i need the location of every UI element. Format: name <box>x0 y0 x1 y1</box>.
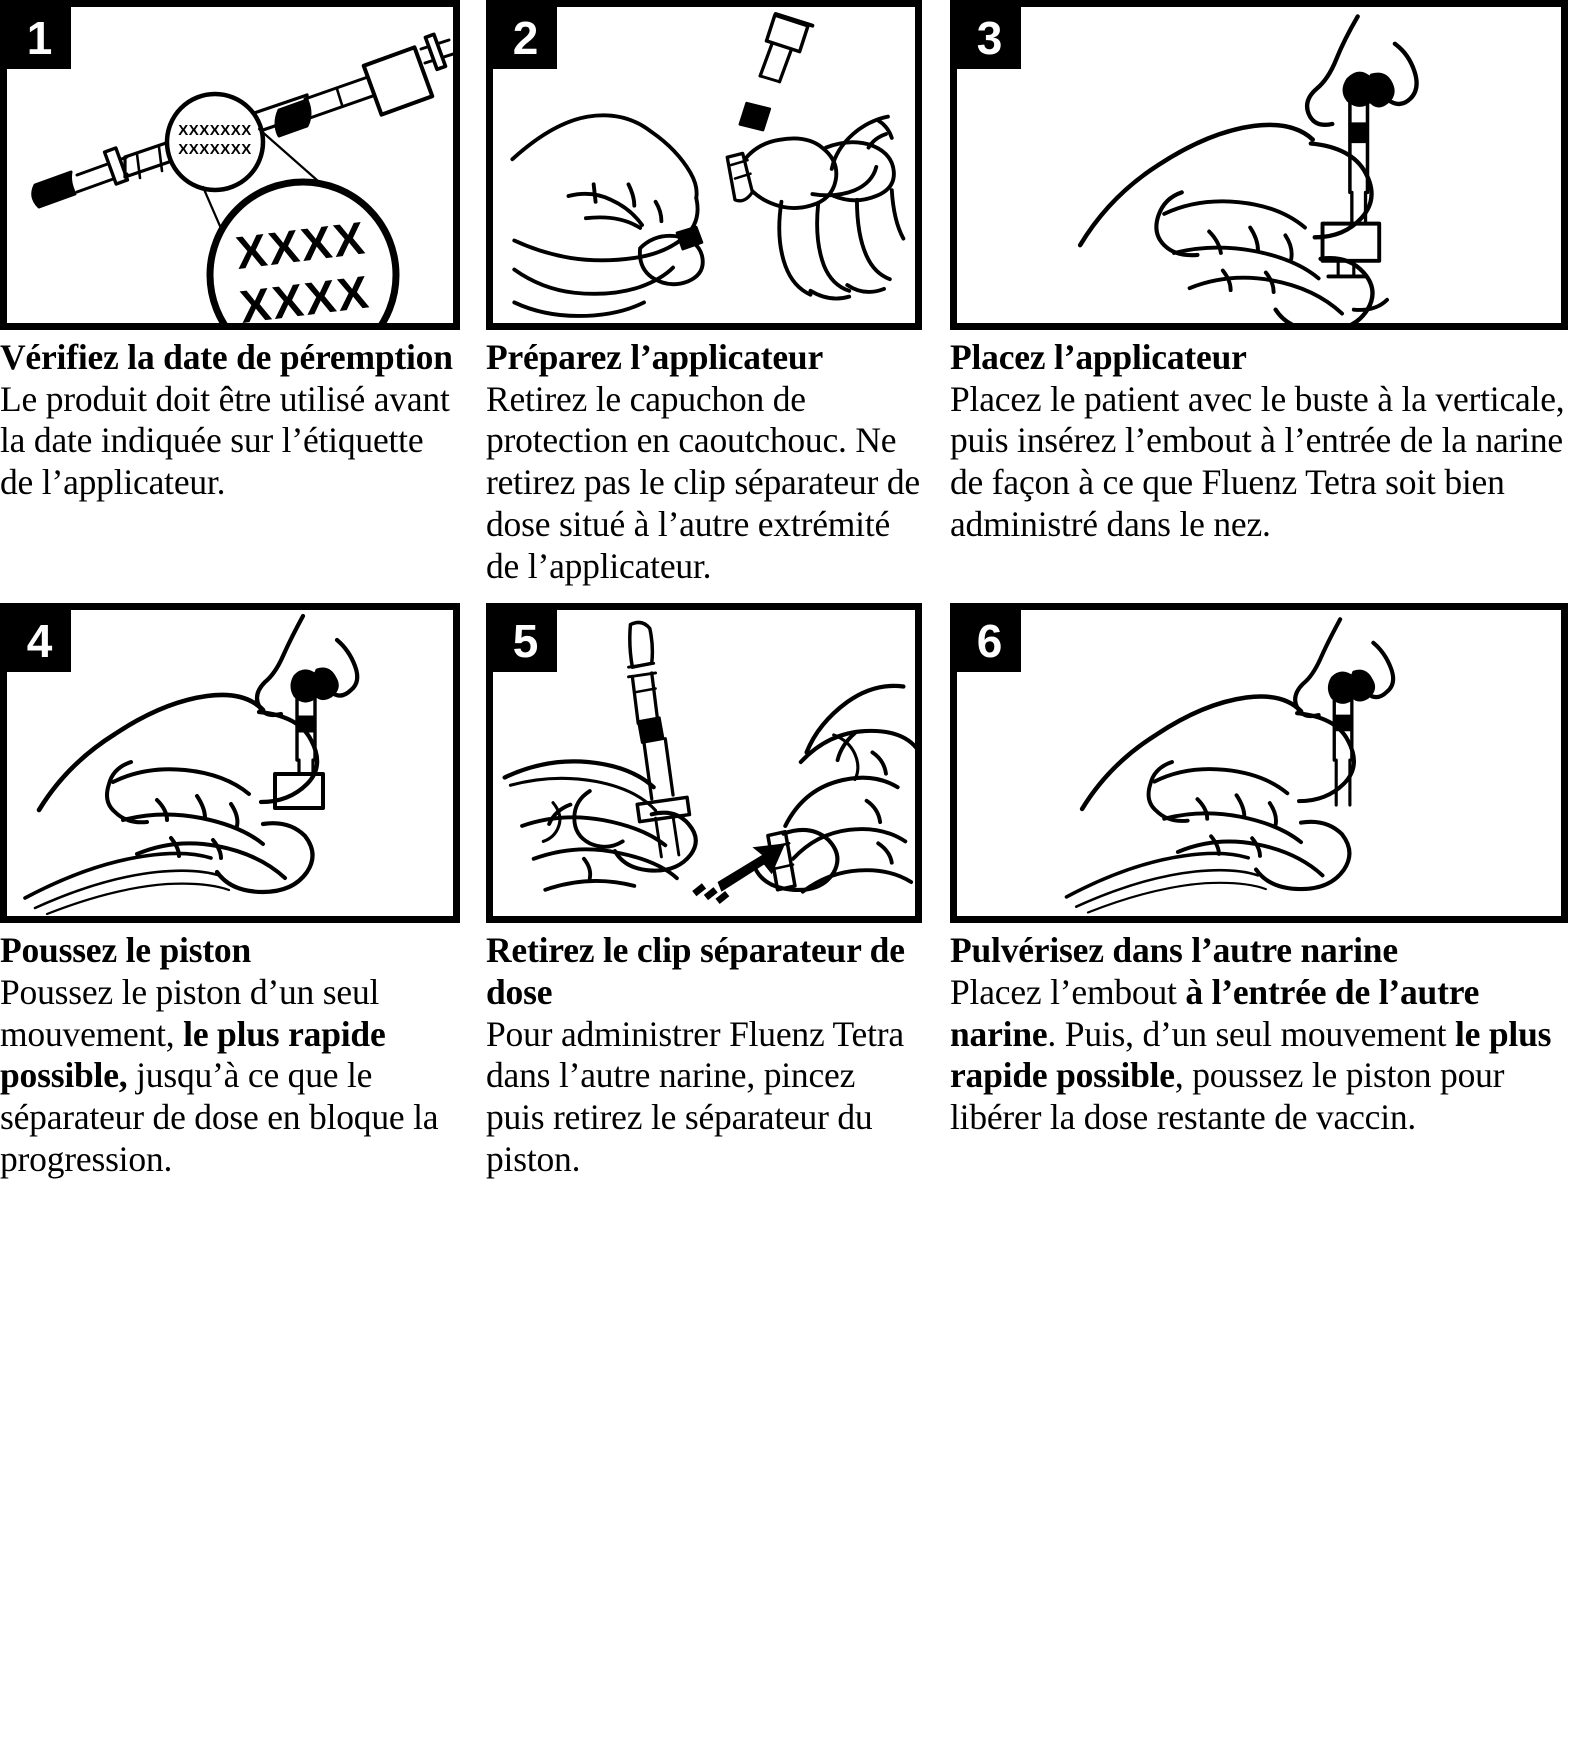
hand-inserting-applicator-into-nostril-icon <box>1077 14 1419 323</box>
panel-4-caption: Poussez le piston Poussez le piston d’un… <box>0 923 460 1180</box>
panel-5-number-badge: 5 <box>493 610 557 673</box>
panel-grid-row-1: 1 <box>0 0 1578 587</box>
panel-4-heading: Poussez le piston <box>0 930 252 971</box>
panel-4-number-badge: 4 <box>7 610 71 673</box>
panel-6-body-part-2: . Puis, d’un seul mouvement <box>1047 1013 1455 1054</box>
panel-3-heading: Placez l’applicateur <box>950 337 1247 377</box>
panel-2-caption: Préparez l’applicateur Retirez le capuch… <box>486 330 922 587</box>
panel-5-body: Pour administrer Fluenz Tetra dans l’aut… <box>486 1013 904 1179</box>
panel-3: 3 <box>936 0 1578 587</box>
panel-5: 5 <box>472 603 936 1180</box>
panel-grid-row-2: 4 <box>0 603 1578 1180</box>
panel-6: 6 <box>936 603 1578 1180</box>
hand-spraying-into-other-nostril-icon <box>1064 617 1396 914</box>
panel-1-illustration: 1 <box>0 0 460 330</box>
applicator-with-magnified-expiry-date-icon: XXXXXXX XXXXXXX <box>31 32 453 323</box>
panel-3-illustration: 3 <box>950 0 1568 330</box>
svg-text:XXXXXXX: XXXXXXX <box>178 122 252 139</box>
panel-6-number-badge: 6 <box>957 610 1021 673</box>
panel-6-body-part-1: à l’entrée de l’autre narine <box>950 971 1480 1054</box>
panel-5-illustration: 5 <box>486 603 922 924</box>
panel-5-heading: Retirez le clip séparateur de dose <box>486 930 905 1012</box>
panel-4-body-part-1: le plus rapide possible, <box>0 1013 386 1096</box>
panel-2-number-badge: 2 <box>493 7 557 69</box>
row-spacer <box>0 587 1578 603</box>
panel-1: 1 <box>0 0 472 587</box>
panel-3-body: Placez le patient avec le buste à la ver… <box>950 378 1565 544</box>
panel-5-caption: Retirez le clip séparateur de dose Pour … <box>486 923 922 1180</box>
panel-3-caption: Placez l’applicateur Placez le patient a… <box>950 330 1568 546</box>
panel-2: 2 <box>472 0 936 587</box>
panel-6-caption: Pulvérisez dans l’autre narine Placez l’… <box>950 923 1568 1139</box>
hands-removing-dose-divider-clip-icon <box>502 620 915 905</box>
panel-4-illustration: 4 <box>0 603 460 924</box>
svg-text:XXXXXXX: XXXXXXX <box>178 141 252 158</box>
panel-4-body-part-2: jusqu’à ce que le séparateur de dose en … <box>0 1055 439 1179</box>
panel-2-heading: Préparez l’applicateur <box>486 337 824 377</box>
panel-1-heading: Vérifiez la date de péremption <box>0 337 453 377</box>
panel-2-body: Retirez le capuchon de protection en cao… <box>486 378 920 586</box>
hand-pushing-plunger-into-nostril-icon <box>23 614 360 916</box>
panel-1-number-badge: 1 <box>7 7 71 69</box>
two-hands-removing-rubber-cap-icon <box>510 12 906 318</box>
panel-6-heading: Pulvérisez dans l’autre narine <box>950 930 1398 971</box>
panel-6-illustration: 6 <box>950 603 1568 924</box>
panel-4-body-part-0: Poussez le piston d’un seul mouvement, <box>0 971 380 1054</box>
panel-1-body: Le produit doit être utilisé avant la da… <box>0 378 450 503</box>
panel-6-body-part-0: Placez l’embout <box>950 971 1186 1012</box>
panel-6-body-part-3: le plus rapide possible <box>950 1013 1552 1096</box>
panel-1-caption: Vérifiez la date de péremption Le produi… <box>0 330 460 504</box>
panel-3-number-badge: 3 <box>957 7 1021 69</box>
panel-4: 4 <box>0 603 472 1180</box>
panel-2-illustration: 2 <box>486 0 922 330</box>
panel-6-body-part-4: , poussez le piston pour libérer la dose… <box>950 1055 1505 1138</box>
